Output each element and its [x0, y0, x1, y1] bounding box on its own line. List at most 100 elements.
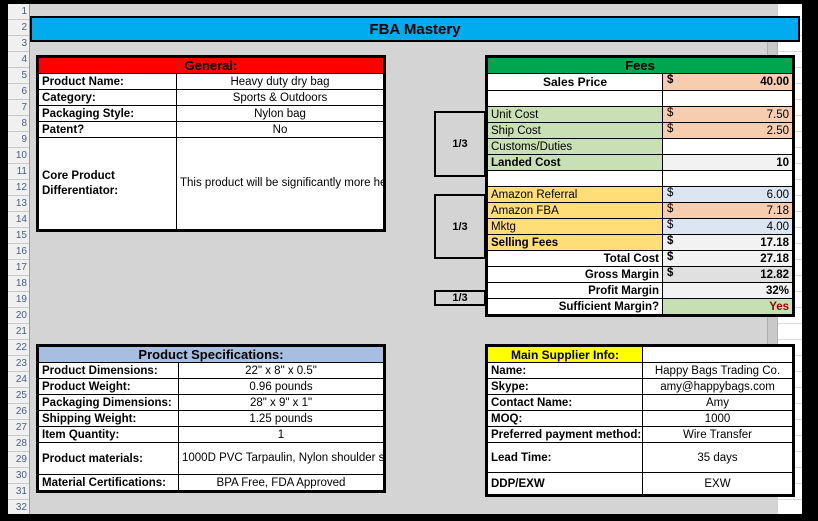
item-quantity-value[interactable]: 1: [177, 426, 385, 443]
packaging-dimensions-value[interactable]: 28" x 9" x 1": [177, 394, 385, 411]
total-cost-value[interactable]: $27.18: [661, 250, 794, 267]
table-row[interactable]: Amazon Referral $6.00: [487, 186, 794, 203]
ship-cost-value[interactable]: $2.50: [661, 122, 794, 139]
row-header[interactable]: 22: [8, 340, 29, 356]
row-header[interactable]: 17: [8, 260, 29, 276]
fees-table[interactable]: Fees Sales Price $40.00 Unit Cost $7.50: [484, 55, 796, 317]
lead-time-value[interactable]: 35 days: [642, 442, 793, 473]
gross-margin-value[interactable]: $12.82: [661, 266, 794, 283]
table-row[interactable]: Product Dimensions: 22" x 8" x 0.5": [38, 362, 385, 379]
row-header[interactable]: 15: [8, 228, 29, 244]
row-header[interactable]: 6: [8, 84, 29, 100]
table-row[interactable]: Shipping Weight: 1.25 pounds: [38, 410, 385, 427]
table-row[interactable]: Name: Happy Bags Trading Co.: [487, 362, 793, 379]
row-header[interactable]: 9: [8, 132, 29, 148]
table-row[interactable]: Sales Price $40.00: [487, 73, 794, 91]
table-row[interactable]: General:: [38, 57, 384, 74]
row-header[interactable]: 21: [8, 324, 29, 340]
empty-cell[interactable]: [778, 500, 802, 514]
shipping-weight-value[interactable]: 1.25 pounds: [177, 410, 385, 427]
table-row[interactable]: Packaging Dimensions: 28" x 9" x 1": [38, 394, 385, 411]
row-header[interactable]: 13: [8, 196, 29, 212]
table-row[interactable]: Product Specifications:: [37, 346, 385, 363]
row-header[interactable]: 19: [8, 292, 29, 308]
differentiator-value[interactable]: This product will be significantly more …: [176, 137, 384, 230]
sufficient-margin-value[interactable]: Yes: [661, 298, 794, 315]
row-header[interactable]: 8: [8, 116, 29, 132]
profit-margin-value[interactable]: 32%: [661, 282, 794, 299]
table-row[interactable]: Category: Sports & Outdoors: [38, 89, 384, 106]
row-header[interactable]: 23: [8, 356, 29, 372]
product-name-value[interactable]: Heavy duty dry bag: [176, 73, 384, 90]
product-weight-value[interactable]: 0.96 pounds: [177, 378, 385, 395]
material-certifications-value[interactable]: BPA Free, FDA Approved: [177, 474, 385, 491]
row-header[interactable]: 29: [8, 452, 29, 468]
row-header[interactable]: 11: [8, 164, 29, 180]
row-header[interactable]: 7: [8, 100, 29, 116]
row-header[interactable]: 1: [8, 4, 29, 20]
skype-value[interactable]: amy@happybags.com: [642, 378, 793, 395]
table-row[interactable]: [487, 90, 794, 107]
empty-cell[interactable]: [778, 36, 802, 52]
table-row[interactable]: Lead Time: 35 days: [487, 442, 793, 473]
table-row[interactable]: Gross Margin $12.82: [487, 266, 794, 283]
table-row[interactable]: Unit Cost $7.50: [487, 106, 794, 123]
table-row[interactable]: Profit Margin 32%: [487, 282, 794, 299]
amazon-referral-value[interactable]: $6.00: [661, 186, 794, 203]
row-header[interactable]: 3: [8, 36, 29, 52]
row-header[interactable]: 14: [8, 212, 29, 228]
table-row[interactable]: Selling Fees $17.18: [487, 234, 794, 251]
selling-fees-value[interactable]: $17.18: [661, 234, 794, 251]
payment-method-value[interactable]: Wire Transfer: [642, 426, 793, 443]
supplier-name-value[interactable]: Happy Bags Trading Co.: [642, 362, 793, 379]
sales-price-value[interactable]: $40.00: [661, 73, 794, 91]
row-header[interactable]: 26: [8, 404, 29, 420]
row-header[interactable]: 20: [8, 308, 29, 324]
moq-value[interactable]: 1000: [642, 410, 793, 427]
empty-cell[interactable]: [778, 308, 802, 324]
table-row[interactable]: DDP/EXW EXW: [487, 472, 793, 495]
table-row[interactable]: Main Supplier Info:: [487, 346, 793, 363]
table-row[interactable]: Sufficient Margin? Yes: [487, 298, 794, 315]
ddp-exw-value[interactable]: EXW: [642, 472, 793, 495]
table-row[interactable]: Contact Name: Amy: [487, 394, 793, 411]
empty-cell[interactable]: [778, 324, 802, 340]
product-specifications-table[interactable]: Product Specifications: Product Dimensio…: [35, 344, 387, 493]
table-row[interactable]: Landed Cost 10: [487, 154, 794, 171]
general-table[interactable]: General: Product Name: Heavy duty dry ba…: [36, 55, 386, 232]
row-header[interactable]: 24: [8, 372, 29, 388]
row-header[interactable]: 10: [8, 148, 29, 164]
contact-name-value[interactable]: Amy: [642, 394, 793, 411]
table-row[interactable]: Item Quantity: 1: [38, 426, 385, 443]
row-header[interactable]: 30: [8, 468, 29, 484]
table-row[interactable]: Product materials: 1000D PVC Tarpaulin, …: [38, 442, 385, 475]
row-header[interactable]: 4: [8, 52, 29, 68]
table-row[interactable]: Product Name: Heavy duty dry bag: [38, 73, 384, 90]
table-row[interactable]: Total Cost $27.18: [487, 250, 794, 267]
product-dimensions-value[interactable]: 22" x 8" x 0.5": [177, 362, 385, 379]
table-row[interactable]: MOQ: 1000: [487, 410, 793, 427]
unit-cost-value[interactable]: $7.50: [661, 106, 794, 123]
category-value[interactable]: Sports & Outdoors: [176, 89, 384, 106]
table-row[interactable]: Material Certifications: BPA Free, FDA A…: [38, 474, 385, 491]
main-supplier-info-table[interactable]: Main Supplier Info: Name: Happy Bags Tra…: [485, 344, 795, 497]
empty-cell[interactable]: [778, 484, 802, 500]
row-header[interactable]: 31: [8, 484, 29, 500]
patent-value[interactable]: No: [176, 121, 384, 138]
customs-duties-value[interactable]: [661, 138, 794, 155]
row-header[interactable]: 18: [8, 276, 29, 292]
table-row[interactable]: Mktg $4.00: [487, 218, 794, 235]
product-materials-value[interactable]: 1000D PVC Tarpaulin, Nylon shoulder stra…: [177, 442, 385, 475]
table-row[interactable]: Ship Cost $2.50: [487, 122, 794, 139]
table-row[interactable]: Skype: amy@happybags.com: [487, 378, 793, 395]
mktg-value[interactable]: $4.00: [661, 218, 794, 235]
row-header[interactable]: 16: [8, 244, 29, 260]
row-header[interactable]: 28: [8, 436, 29, 452]
row-header[interactable]: 27: [8, 420, 29, 436]
table-row[interactable]: Product Weight: 0.96 pounds: [38, 378, 385, 395]
row-header[interactable]: 12: [8, 180, 29, 196]
landed-cost-value[interactable]: 10: [661, 154, 794, 171]
amazon-fba-value[interactable]: $7.18: [661, 202, 794, 219]
